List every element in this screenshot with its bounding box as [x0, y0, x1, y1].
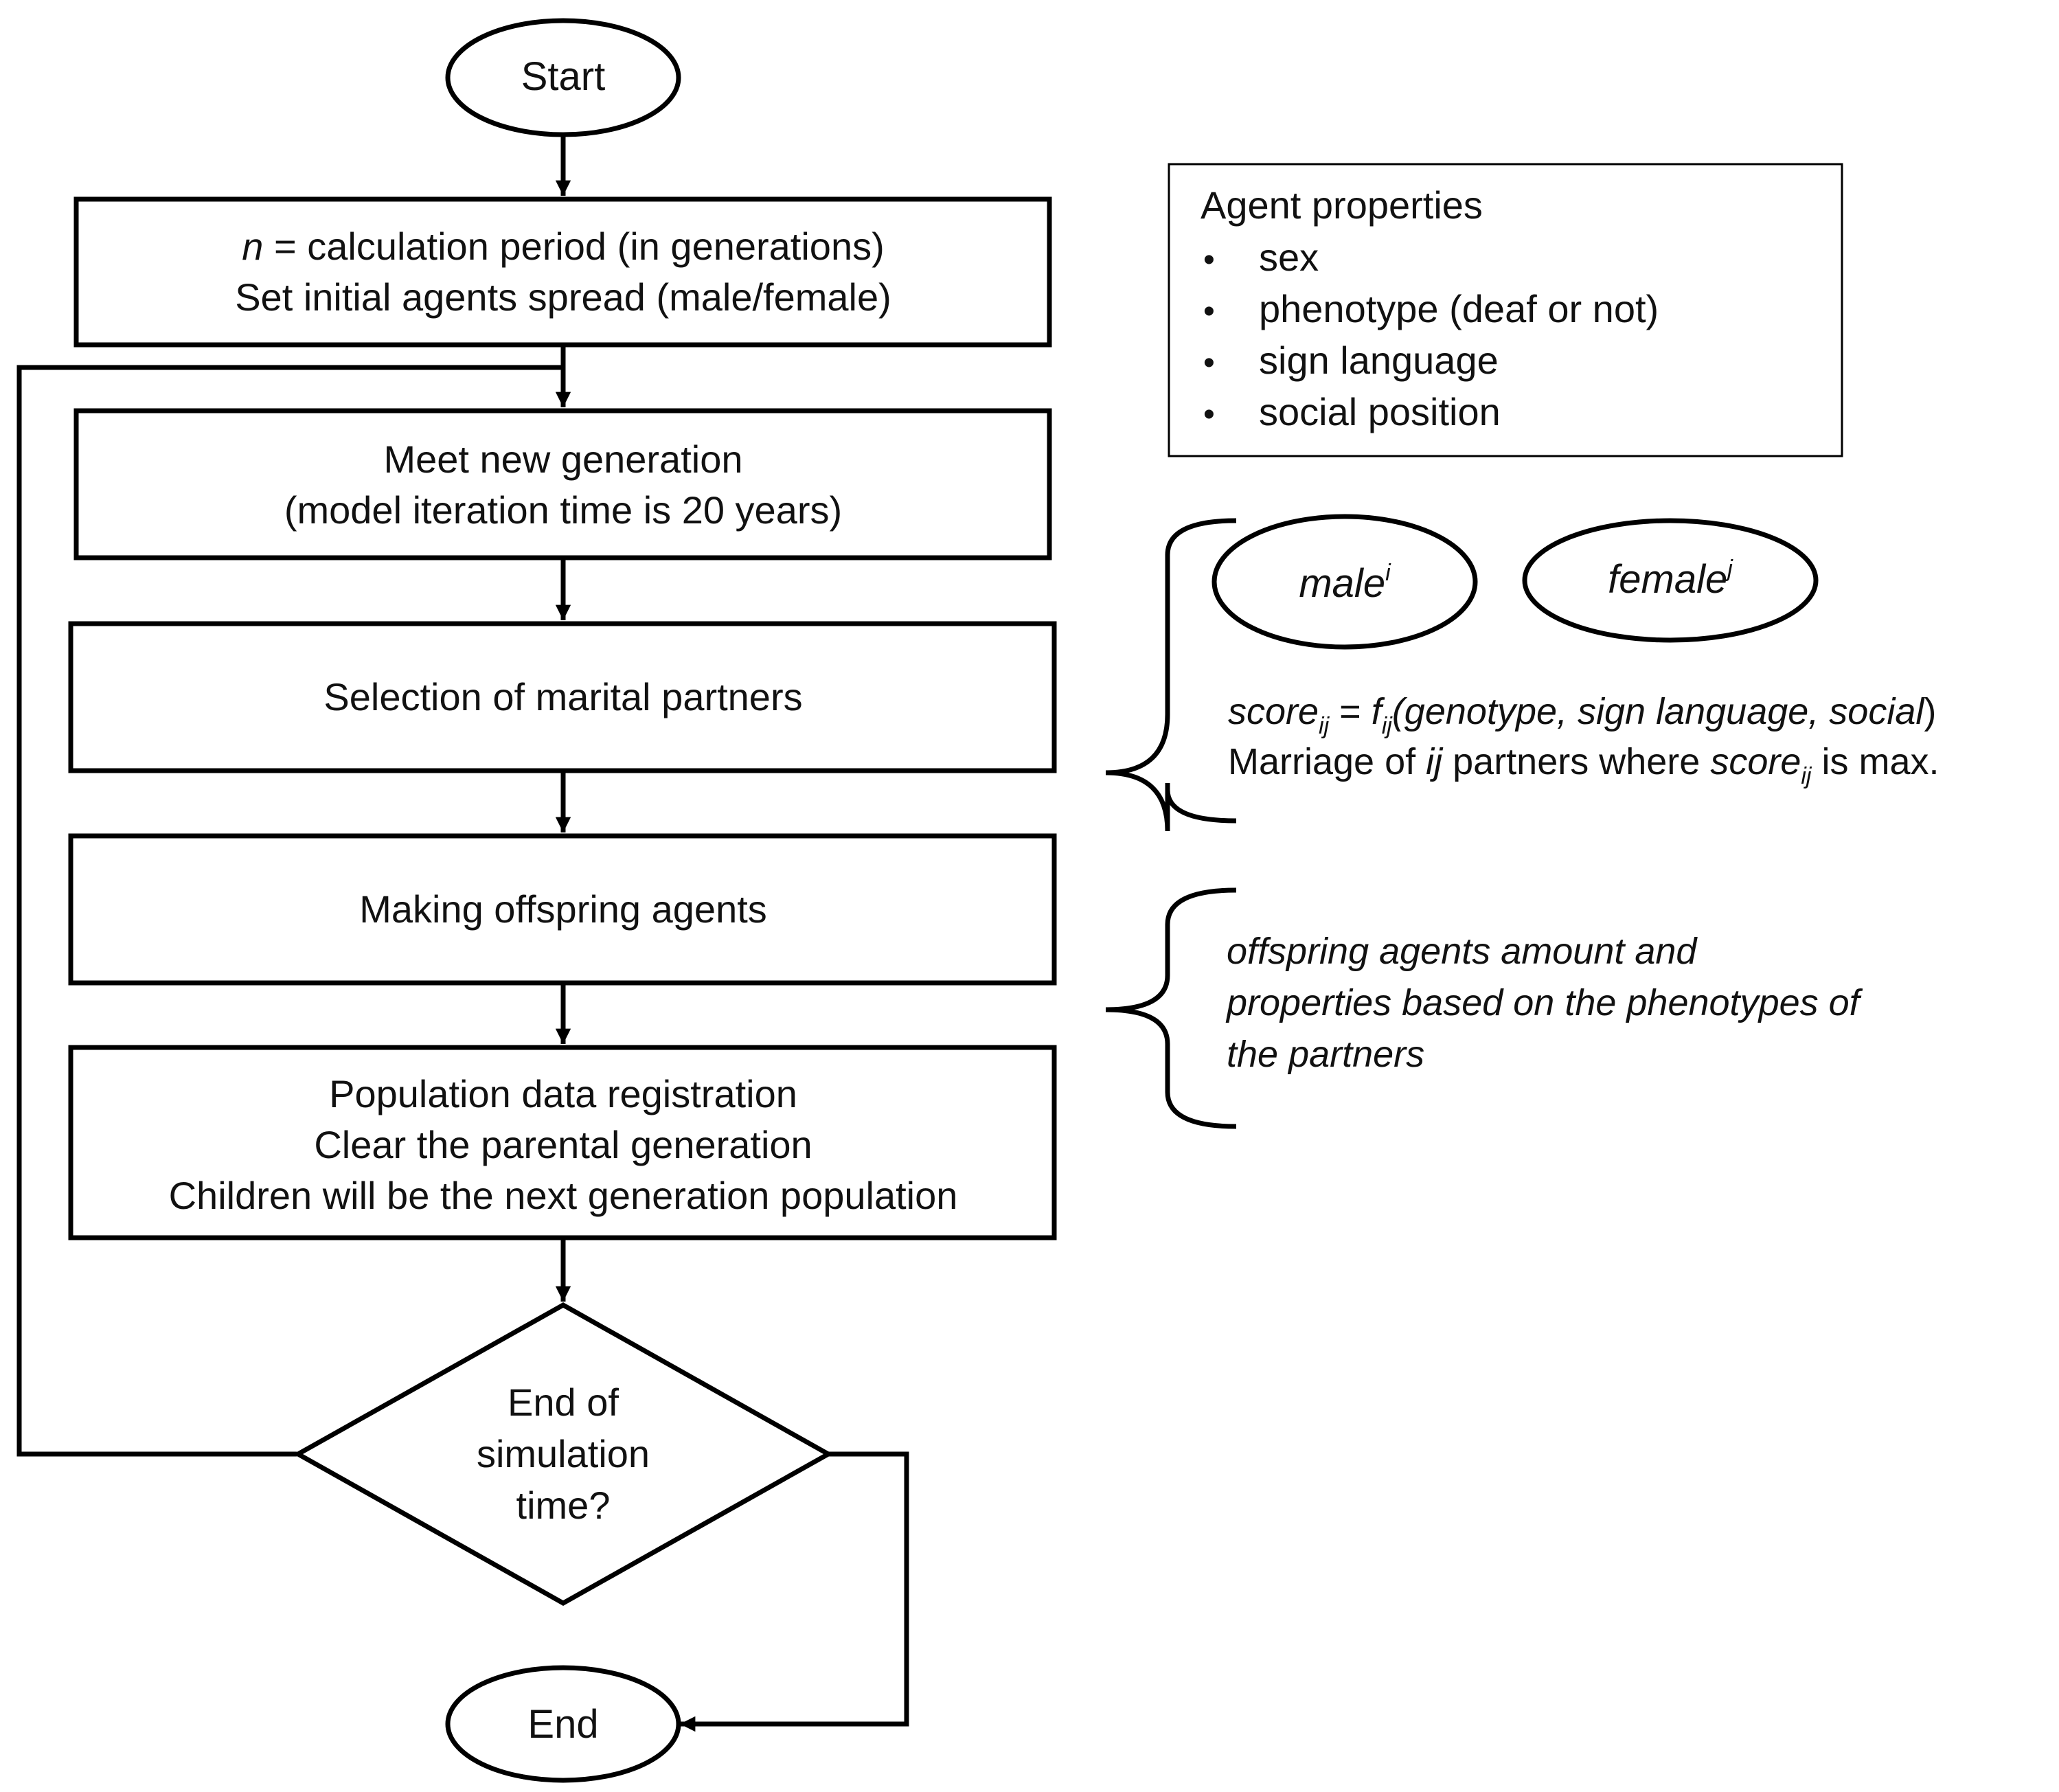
agent-properties-box: [1168, 163, 1843, 457]
male-text: male: [1299, 561, 1385, 606]
female-label: femalej: [1608, 556, 1733, 602]
registration-box: [68, 1045, 1057, 1240]
offspring-note-line-1: offspring agents amount and: [1227, 931, 1698, 972]
registration-line-1: Population data registration: [329, 1072, 797, 1115]
score-formula: scoreij = fij(genotype, sign language, s…: [1228, 691, 1936, 739]
agent-properties-title: Agent properties: [1201, 183, 1483, 227]
init-line-1: n = calculation period (in generations): [242, 225, 884, 268]
offspring-brace: [1105, 887, 1237, 1129]
end-terminal: [445, 1665, 681, 1783]
meet-line-1: Meet new generation: [383, 438, 742, 481]
marriage-score-subscript: ij: [1801, 763, 1812, 789]
agent-property-4: social position: [1259, 390, 1501, 433]
marriage-score-word: score: [1710, 741, 1801, 782]
marriage-rule: Marriage of ij partners where scoreij is…: [1228, 741, 1939, 789]
decision-diamond: [293, 1302, 834, 1607]
offspring-label: Making offspring agents: [359, 887, 767, 931]
decision-line-2: simulation: [477, 1432, 650, 1475]
marriage-mid: partners where: [1442, 741, 1710, 782]
bullet-3: •: [1203, 345, 1215, 381]
female-superscript: j: [1725, 556, 1733, 582]
agent-property-3: sign language: [1259, 339, 1499, 382]
equals-sign: =: [1329, 691, 1372, 732]
male-superscript: i: [1385, 560, 1391, 586]
offspring-note-line-3: the partners: [1227, 1034, 1424, 1075]
selection-box: [68, 621, 1057, 773]
start-terminal: [445, 18, 681, 137]
end-label: End: [527, 1702, 598, 1747]
bullet-1: •: [1203, 242, 1215, 278]
meet-line-2: (model iteration time is 20 years): [284, 488, 842, 532]
selection-brace: [1105, 518, 1237, 832]
registration-line-3: Children will be the next generation pop…: [169, 1174, 958, 1217]
decision-line-1: End of: [508, 1381, 619, 1424]
init-process-box: [73, 196, 1052, 348]
marriage-suffix: is max.: [1811, 741, 1939, 782]
score-subscript: ij: [1319, 713, 1330, 739]
init-line-2: Set initial agents spread (male/female): [235, 275, 891, 319]
male-label: malei: [1299, 560, 1391, 606]
agent-property-1: sex: [1259, 236, 1319, 279]
bullet-2: •: [1203, 293, 1215, 330]
close-paren: ): [1924, 691, 1936, 732]
selection-label: Selection of marital partners: [323, 675, 802, 718]
agent-property-2: phenotype (deaf or not): [1259, 287, 1659, 330]
decision-line-3: time?: [516, 1484, 611, 1527]
var-n: n: [242, 225, 263, 268]
function-args: (genotype, sign language, social: [1392, 691, 1926, 732]
male-agent-ellipse: [1211, 514, 1478, 650]
meet-generation-box: [73, 408, 1052, 560]
score-word: score: [1228, 691, 1319, 732]
marriage-ij: ij: [1426, 741, 1444, 782]
loop-back-line: [16, 365, 563, 1457]
female-text: female: [1608, 557, 1727, 602]
arrow-decision-to-end: [680, 1451, 909, 1732]
bullet-4: •: [1203, 396, 1215, 433]
function-f: f: [1372, 691, 1385, 732]
marriage-prefix: Marriage of: [1228, 741, 1426, 782]
function-subscript: ij: [1382, 713, 1393, 739]
female-agent-ellipse: [1522, 518, 1819, 643]
registration-line-2: Clear the parental generation: [314, 1123, 812, 1166]
offspring-box: [68, 833, 1057, 986]
offspring-note-line-2: properties based on the phenotypes of: [1225, 982, 1863, 1023]
init-line-1-text: = calculation period (in generations): [263, 225, 884, 268]
start-label: Start: [521, 54, 606, 99]
